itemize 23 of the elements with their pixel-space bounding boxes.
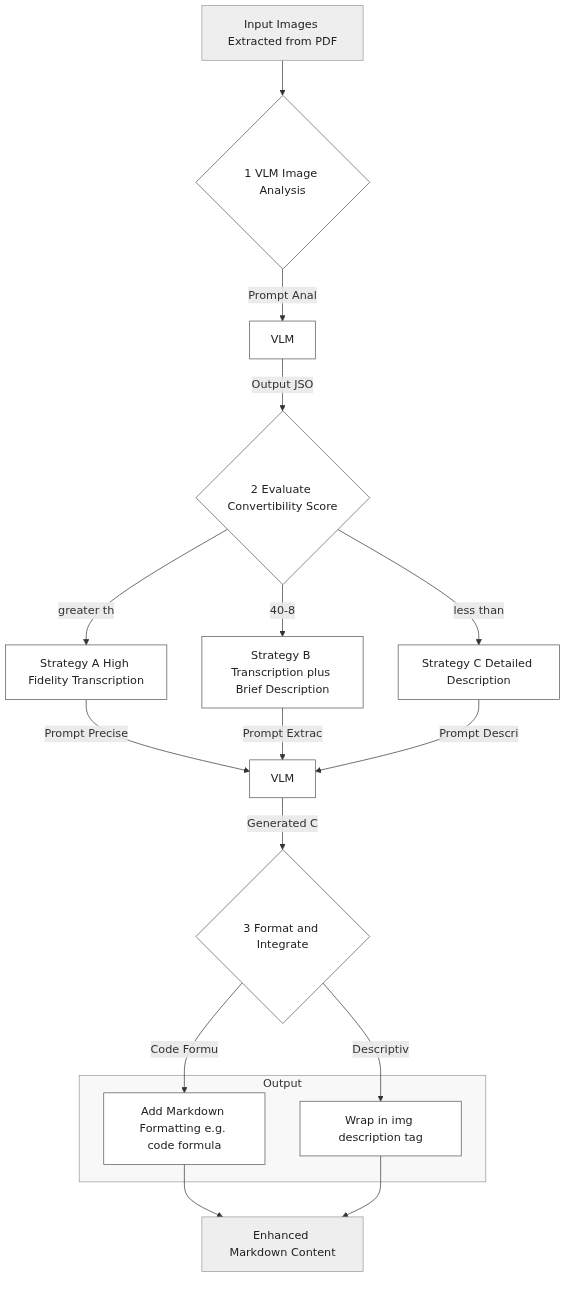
node-box: Strategy C Detailed Description [397,644,560,700]
edge-label: Prompt Precise [44,726,129,741]
edge-label: less than [453,603,505,617]
edge-label: Prompt Extrac [242,726,323,741]
edge-label: Prompt Descri [439,726,519,741]
node-box: VLM [249,759,316,799]
node-box: Input Images Extracted from PDF [201,5,364,61]
edge-label: Output JSO [251,377,314,392]
edge-label: greater th [58,603,115,617]
edge-label: Descriptiv [352,1042,409,1056]
edge-label: Generated C [247,816,318,830]
edge-label: 40-8 [269,603,296,617]
node-diamond: 2 Evaluate Convertibility Score [195,410,371,585]
node-diamond: 3 Format and Integrate [195,849,371,1024]
node-box: Wrap in img description tag [299,1100,462,1157]
edge-label: Code Formu [150,1042,219,1056]
node-box: Strategy A High Fidelity Transcription [5,644,168,700]
node-box: Strategy B Transcription plus Brief Description [201,636,364,709]
edge-label: Prompt Anal [248,288,317,302]
node-box: Enhanced Markdown Content [201,1216,364,1272]
node-diamond: 1 VLM Image Analysis [195,95,371,270]
node-box: Add Markdown Formatting e.g. code formula [103,1092,266,1165]
node-box: VLM [249,320,316,360]
